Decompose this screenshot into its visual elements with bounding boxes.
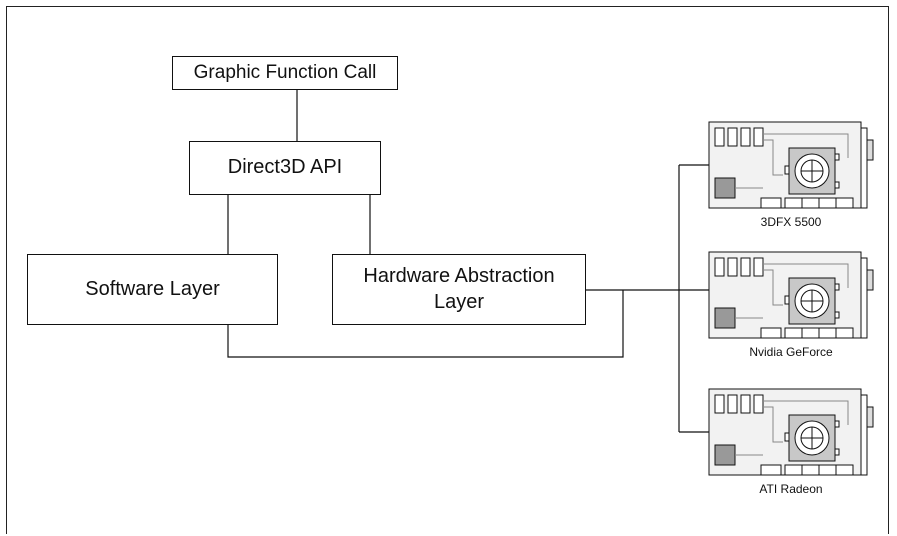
hardware-abstraction-layer-box: Hardware Abstraction Layer [332, 254, 586, 325]
card-label-nvidia: Nvidia GeForce [749, 345, 833, 359]
graphic-function-call-box: Graphic Function Call [172, 56, 398, 90]
card-label-3dfx: 3DFX 5500 [760, 215, 822, 229]
direct3d-api-label: Direct3D API [227, 156, 343, 179]
card-label-ati: ATI Radeon [759, 482, 823, 496]
graphic-function-call-label: Graphic Function Call [193, 61, 377, 83]
graphics-card-icon [708, 388, 874, 476]
diagram-frame [6, 6, 889, 534]
software-layer-label: Software Layer [85, 277, 220, 300]
graphics-card-icon [708, 121, 874, 209]
direct3d-api-box: Direct3D API [189, 141, 381, 195]
connector-software-bottom [227, 290, 624, 358]
hardware-abstraction-layer-label: Hardware Abstraction Layer [363, 264, 555, 313]
software-layer-box: Software Layer [27, 254, 278, 325]
graphics-card-icon [708, 251, 874, 339]
